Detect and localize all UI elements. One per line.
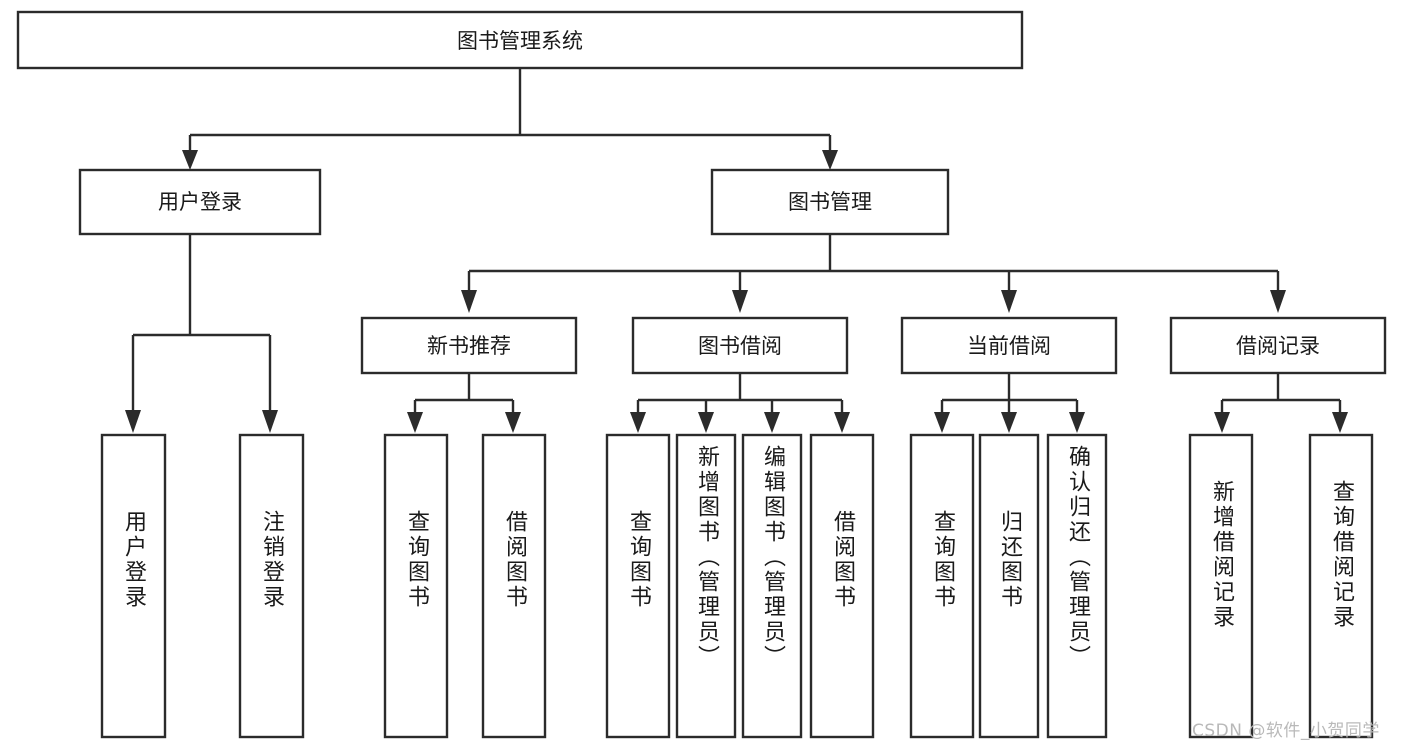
arrowhead-leaf-borrow-book-1 bbox=[505, 412, 521, 433]
connector-group bbox=[125, 68, 1348, 433]
arrowhead-leaf-return-book bbox=[1001, 412, 1017, 433]
node-book-manage[interactable] bbox=[710, 168, 950, 236]
arrowhead-borrow-record bbox=[1270, 290, 1286, 313]
arrowhead-leaf-add-book bbox=[698, 412, 714, 433]
node-group: 图书管理系统 用户登录 图书管理 新书推荐 图书借阅 当前借阅 借阅记录 bbox=[16, 10, 1387, 739]
csdn-watermark: CSDN @软件_小贺同学 bbox=[1192, 721, 1380, 741]
arrowhead-leaf-user-login bbox=[125, 410, 141, 433]
node-leaf-query-book-1[interactable] bbox=[383, 433, 449, 739]
node-leaf-query-book-3[interactable] bbox=[909, 433, 975, 739]
node-leaf-edit-book[interactable] bbox=[741, 433, 803, 739]
arrowhead-leaf-query-book-1 bbox=[407, 412, 423, 433]
node-leaf-add-book[interactable] bbox=[675, 433, 737, 739]
arrowhead-leaf-borrow-book-2 bbox=[834, 412, 850, 433]
node-book-manage-label: 图书管理 bbox=[788, 190, 872, 214]
node-book-borrow-label: 图书借阅 bbox=[698, 334, 782, 358]
node-new-book-recommend[interactable] bbox=[360, 316, 578, 375]
node-new-book-recommend-label: 新书推荐 bbox=[427, 334, 511, 358]
node-leaf-add-record[interactable] bbox=[1188, 433, 1254, 739]
arrowhead-leaf-confirm-return bbox=[1069, 412, 1085, 433]
arrowhead-book-borrow bbox=[732, 290, 748, 313]
arrowhead-book-manage bbox=[822, 150, 838, 170]
node-user-login[interactable] bbox=[78, 168, 322, 236]
node-leaf-user-logout[interactable] bbox=[238, 433, 305, 739]
node-leaf-query-book-2[interactable] bbox=[605, 433, 671, 739]
node-leaf-user-login[interactable] bbox=[100, 433, 167, 739]
node-user-login-label: 用户登录 bbox=[158, 190, 242, 214]
node-book-borrow[interactable] bbox=[631, 316, 849, 375]
arrowhead-leaf-query-record bbox=[1332, 412, 1348, 433]
node-borrow-record-label: 借阅记录 bbox=[1236, 334, 1320, 358]
arrowhead-current-borrow bbox=[1001, 290, 1017, 313]
arrowhead-leaf-edit-book bbox=[764, 412, 780, 433]
node-current-borrow[interactable] bbox=[900, 316, 1118, 375]
arrowhead-user-login bbox=[182, 150, 198, 170]
arrowhead-leaf-query-book-3 bbox=[934, 412, 950, 433]
node-borrow-record[interactable] bbox=[1169, 316, 1387, 375]
node-root[interactable] bbox=[16, 10, 1024, 70]
node-current-borrow-label: 当前借阅 bbox=[967, 334, 1051, 358]
arrowhead-new-book-recommend bbox=[461, 290, 477, 313]
arrowhead-leaf-query-book-2 bbox=[630, 412, 646, 433]
node-leaf-borrow-book-1[interactable] bbox=[481, 433, 547, 739]
arrowhead-leaf-add-record bbox=[1214, 412, 1230, 433]
arrowhead-leaf-user-logout bbox=[262, 410, 278, 433]
node-leaf-return-book[interactable] bbox=[978, 433, 1040, 739]
node-leaf-borrow-book-2[interactable] bbox=[809, 433, 875, 739]
node-root-label: 图书管理系统 bbox=[457, 29, 583, 53]
node-leaf-confirm-return[interactable] bbox=[1046, 433, 1108, 739]
node-leaf-query-record[interactable] bbox=[1308, 433, 1374, 739]
